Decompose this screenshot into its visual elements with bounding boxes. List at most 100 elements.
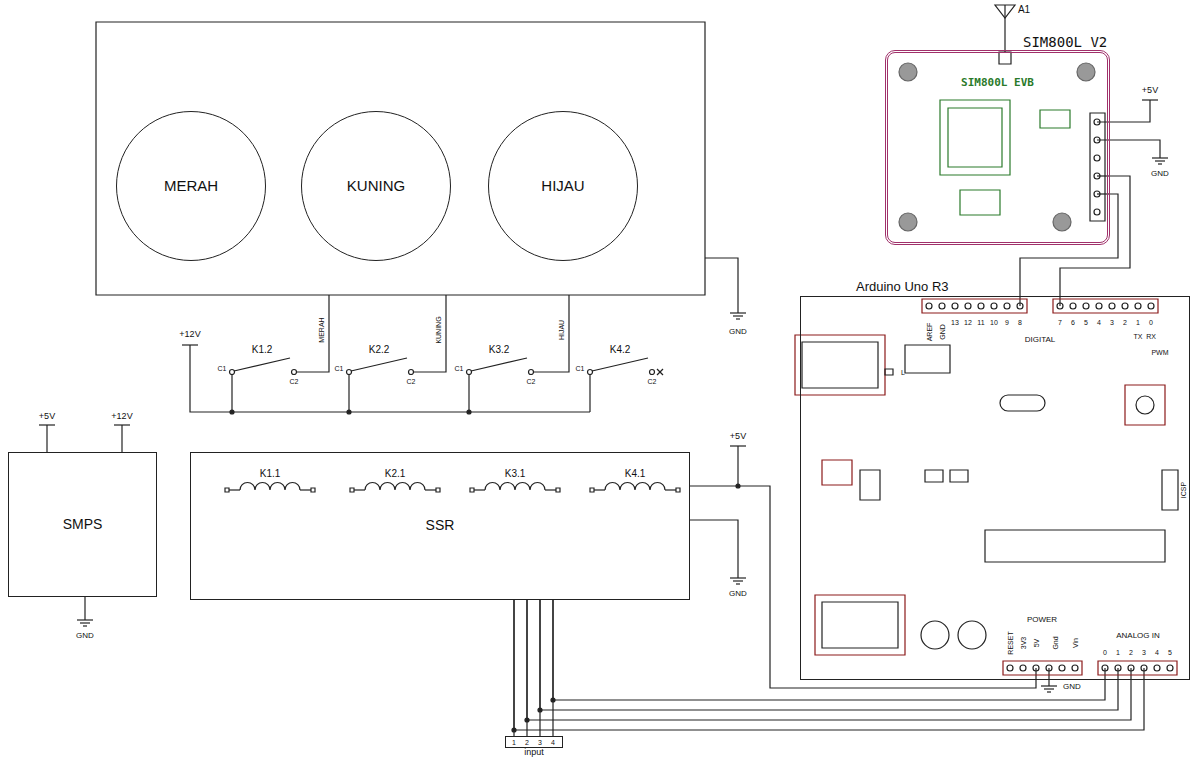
arduino-board-part (958, 621, 986, 649)
signal-wire (513, 600, 514, 736)
schematic-label: 13 (951, 319, 959, 326)
schematic-label: K1.1 (260, 469, 281, 479)
relay-contact (467, 358, 534, 375)
header-pin (939, 303, 945, 309)
arduino-board-part (885, 369, 893, 375)
schematic-label: KUNING (435, 316, 442, 343)
schematic-label: 1 (1116, 649, 1120, 656)
schematic-label: C2 (290, 378, 299, 385)
relay-coil (225, 483, 315, 493)
signal-wire (514, 600, 1144, 730)
schematic-label: K2.1 (385, 469, 406, 479)
arduino-board-part (1098, 661, 1177, 675)
lamp-wire (705, 258, 738, 305)
supply-bus (190, 345, 590, 412)
schematic-label: K4.2 (610, 345, 631, 355)
header-pin (1154, 665, 1160, 671)
ground-symbol (730, 570, 746, 584)
header-pin (1083, 303, 1089, 309)
header-pin (926, 303, 932, 309)
schematic-label: +12V (111, 412, 132, 421)
lamp-wire (534, 295, 570, 372)
schematic-label: 5 (1084, 319, 1088, 326)
schematic-label: ICSP (1180, 482, 1187, 498)
header-pin (1094, 137, 1100, 143)
schematic-label: C1 (335, 365, 344, 372)
gsm-board-part (899, 63, 917, 81)
node-title: HIJAU (541, 178, 584, 195)
power-supply-box: SMPS (8, 452, 157, 597)
schematic-label: Gnd (1052, 636, 1059, 649)
junction-dot (347, 410, 351, 414)
schematic-label: K3.2 (489, 345, 510, 355)
schematic-label: 11 (977, 319, 984, 326)
supply-bus (737, 446, 738, 486)
schematic-label: L (901, 369, 905, 376)
arduino-board-part (985, 530, 1165, 562)
power-symbol (1142, 99, 1158, 100)
header-pin (1004, 303, 1010, 309)
relay-contact (230, 358, 297, 375)
header-pin (1094, 209, 1100, 215)
relay-contact (588, 358, 655, 375)
gsm-board-part (940, 100, 1010, 175)
gsm-board-part (948, 108, 1002, 167)
junction-dot (736, 484, 740, 488)
power-symbol (39, 100, 1158, 446)
schematic-label: +5V (1142, 86, 1158, 95)
supply-bus (589, 375, 590, 413)
schematic-label: GND (76, 632, 94, 640)
schematic-label: C1 (218, 365, 227, 372)
arduino-board-part (1053, 299, 1158, 313)
schematic-label: 2 (525, 739, 529, 746)
header-pin (1148, 303, 1154, 309)
relay-contact (657, 369, 663, 375)
header-pin (1167, 665, 1173, 671)
schematic-label: C2 (407, 378, 416, 385)
lamp-circle: KUNING (301, 111, 451, 261)
schematic-label: 2 (1123, 319, 1127, 326)
schematic-label: PWM (1151, 349, 1168, 356)
node-title: SSR (426, 518, 455, 533)
schematic-label: HIJAU (558, 320, 565, 340)
schematic-label: K3.1 (505, 469, 526, 479)
power-symbol (39, 424, 55, 425)
schematic-label: 0 (1103, 649, 1107, 656)
arduino-board-part (950, 470, 968, 482)
lamp-wire (297, 258, 739, 372)
gsm-board-part (1053, 213, 1071, 231)
gsm-board-part (899, 63, 1105, 231)
arduino-board-part (1162, 470, 1178, 510)
schematic-label: ANALOG IN (1116, 632, 1160, 640)
supply-bus (1059, 296, 1060, 306)
schematic-label: GND (1063, 683, 1081, 691)
supply-bus (231, 375, 232, 413)
schematic-label: GND (1151, 170, 1169, 178)
header-pin (926, 119, 1173, 671)
header-pin (1135, 303, 1141, 309)
ground-symbol (1152, 150, 1168, 164)
supply-bus (47, 100, 1160, 680)
lamp-panel (96, 22, 705, 295)
header-pin (1033, 665, 1039, 671)
signal-wire (552, 600, 553, 736)
junction-dot (230, 410, 740, 732)
header-pin (1070, 303, 1076, 309)
schematic-label: 3 (1142, 649, 1146, 656)
arduino-board-part (795, 335, 885, 395)
relay-coil (470, 483, 560, 493)
lamp-panel (96, 22, 705, 295)
supply-bus (1130, 668, 1131, 680)
schematic-label: A1 (1018, 5, 1030, 15)
junction-dot (230, 410, 234, 414)
schematic-label: K2.2 (369, 345, 390, 355)
schematic-label: 1 (512, 739, 516, 746)
signal-wire (553, 600, 1105, 700)
header-pin (1128, 665, 1134, 671)
schematic-label: C2 (648, 378, 657, 385)
signal-wire (526, 600, 527, 736)
arduino-board-part (921, 621, 949, 649)
signal-wire (690, 486, 1036, 688)
power-symbol (730, 445, 746, 446)
